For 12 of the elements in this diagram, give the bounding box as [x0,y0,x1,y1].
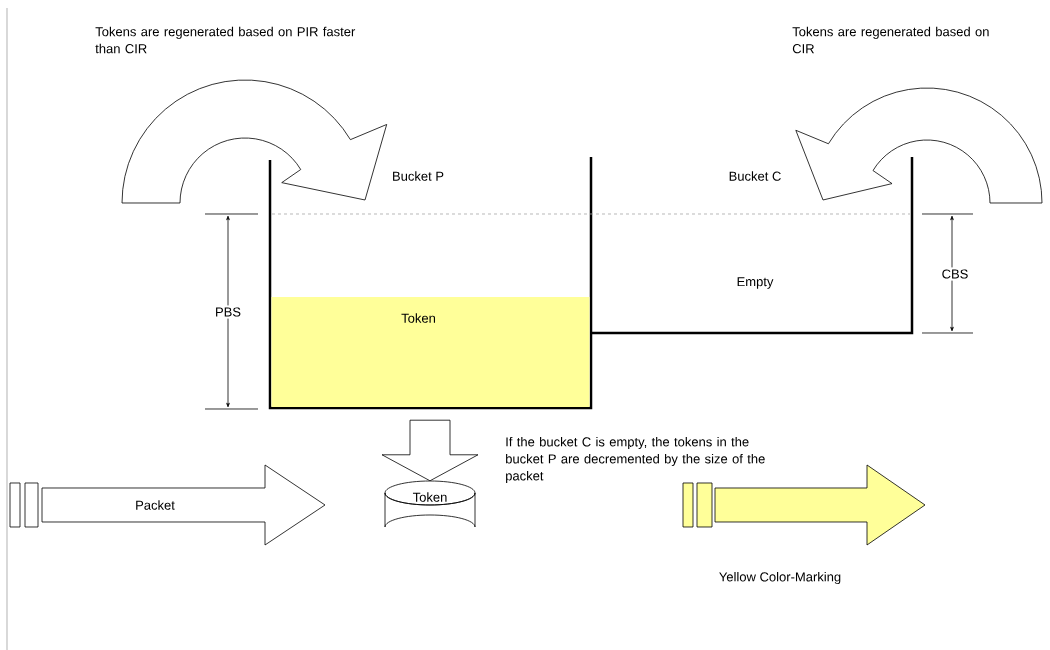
dimension-label: PBS [213,305,243,319]
disk-label: Token [412,492,447,502]
note: Tokens are regenerated based on CIR [792,26,989,54]
block-arrow [381,419,479,482]
marking-label: Yellow Color-Marking [719,571,841,585]
note: If the bucket C is empty, the tokens in the bucket P are decremented by the size of the packet [506,436,765,484]
bucket-label: Bucket C [729,171,781,181]
token-label: Token [401,313,435,323]
bucket-label: Bucket P [393,171,444,181]
note: Tokens are regenerated based on PIR faster than CIR [95,26,356,54]
bucket-label: Empty [737,277,774,289]
dimension-label: CBS [939,267,971,281]
